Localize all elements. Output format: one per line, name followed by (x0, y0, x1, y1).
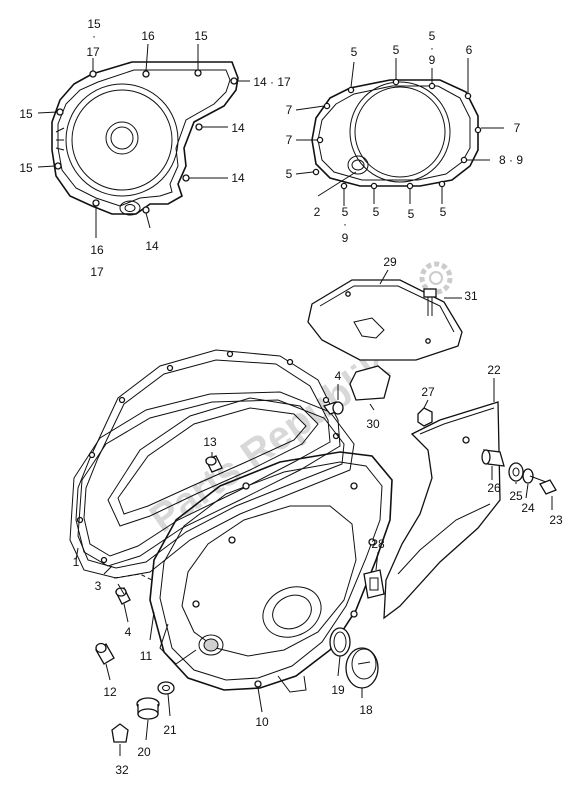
pin-13 (205, 455, 223, 473)
sprocket-cover-22 (383, 401, 501, 620)
label-5: 5 (440, 205, 447, 219)
label-5: 5 (429, 29, 436, 43)
label-1: 1 (73, 555, 80, 569)
label-3: 3 (95, 579, 102, 593)
label-15: 15 (87, 17, 101, 31)
grommet-25 (508, 462, 524, 482)
clutch-cover (149, 451, 393, 693)
label-5: 5 (393, 43, 400, 57)
label-18: 18 (359, 703, 373, 717)
label-12: 12 (103, 685, 117, 699)
crankcase-gasket-front (69, 391, 355, 579)
label-9: 9 (429, 53, 436, 67)
label-17: 17 (86, 45, 100, 59)
label-9: 9 (342, 231, 349, 245)
label-15: 15 (19, 161, 33, 175)
label-16: 16 (90, 243, 104, 257)
label-30: 30 (366, 417, 380, 431)
dowel-pin-lower (115, 587, 131, 605)
label-7: 7 (514, 121, 521, 135)
label-7: 7 (286, 103, 293, 117)
bracket-30 (349, 365, 391, 401)
clutch-side-cover-plate (295, 58, 504, 206)
washer-24 (522, 468, 534, 484)
label-4: 4 (125, 625, 132, 639)
label-2: 2 (314, 205, 321, 219)
label-23: 23 (549, 513, 563, 527)
dowel-pin-upper (322, 401, 344, 415)
label-6: 6 (466, 43, 473, 57)
label-13: 13 (203, 435, 217, 449)
label-5: 5 (408, 207, 415, 221)
label-24: 24 (521, 501, 535, 515)
label-5: 5 (373, 205, 380, 219)
label-14: 14 (231, 121, 245, 135)
label-21: 21 (163, 723, 177, 737)
label-dot: · (430, 41, 434, 55)
label-19: 19 (331, 683, 345, 697)
crankcase-gasket-rear (75, 349, 341, 567)
gear-watermark-icon (419, 261, 453, 295)
cover-29 (307, 279, 463, 361)
bolt-31 (423, 288, 437, 316)
label-22: 22 (487, 363, 501, 377)
label-32: 32 (115, 763, 129, 777)
label-5: 5 (286, 167, 293, 181)
rubber-28 (363, 569, 385, 599)
nut-27 (417, 407, 433, 427)
inspection-cap-18 (345, 647, 379, 689)
label-31: 31 (464, 289, 478, 303)
cap-32 (111, 723, 129, 743)
label-29: 29 (383, 255, 397, 269)
label-4: 4 (335, 369, 342, 383)
label-15: 15 (194, 29, 208, 43)
label-16: 16 (141, 29, 155, 43)
label-28: 28 (371, 537, 385, 551)
label-20: 20 (137, 745, 151, 759)
label-14: 14 (145, 239, 159, 253)
bolt-23 (529, 475, 557, 495)
label-dot: · (343, 217, 347, 231)
label-25: 25 (509, 489, 523, 503)
generator-cover-assembly (37, 43, 250, 238)
callout-labels: 15 · 17 16 15 14 · 17 15 14 15 14 16 17 … (19, 17, 563, 777)
label-14-17: 14 · 17 (253, 75, 291, 89)
drain-bolt-20 (136, 697, 160, 720)
o-ring-19 (329, 627, 351, 657)
label-26: 26 (487, 481, 501, 495)
leader-lines (75, 269, 553, 756)
label-8-9: 8 · 9 (499, 153, 523, 167)
label-27: 27 (421, 385, 435, 399)
label-5: 5 (351, 45, 358, 59)
label-14: 14 (231, 171, 245, 185)
label-dot: · (92, 29, 96, 43)
dowel-12 (95, 642, 115, 665)
washer-21 (157, 681, 175, 695)
label-15: 15 (19, 107, 33, 121)
label-5: 5 (342, 205, 349, 219)
label-10: 10 (255, 715, 269, 729)
label-7: 7 (286, 133, 293, 147)
collar-26 (481, 449, 505, 467)
label-11: 11 (140, 649, 153, 663)
label-17: 17 (90, 265, 104, 279)
